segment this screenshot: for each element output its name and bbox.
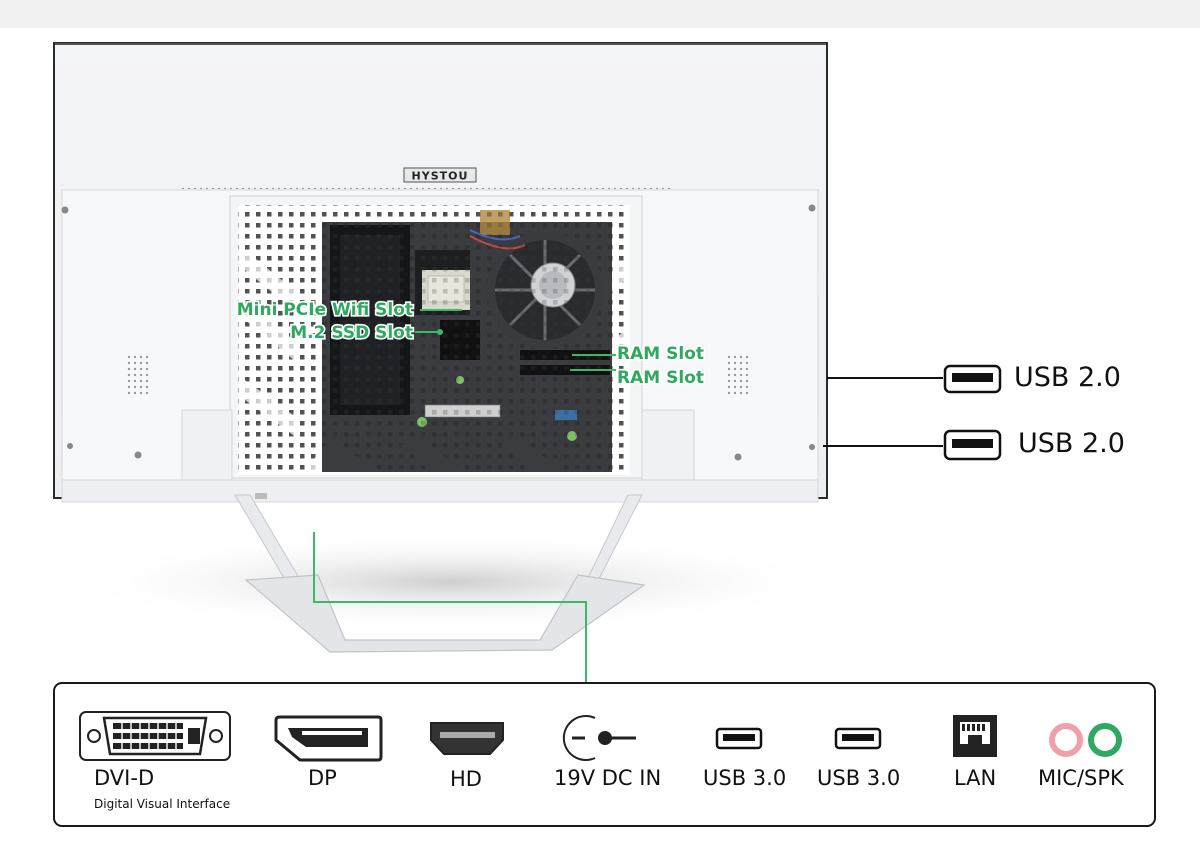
audio-jacks-icon bbox=[1049, 723, 1122, 757]
hystou-logo: HYSTOU bbox=[403, 167, 477, 183]
svg-text:HYSTOU: HYSTOU bbox=[412, 170, 469, 183]
usb3-port-icon-1 bbox=[715, 727, 763, 750]
speaker-grille-left bbox=[125, 355, 149, 395]
hdmi-port-icon bbox=[430, 722, 504, 755]
dvi-sub-label: Digital Visual Interface bbox=[94, 797, 231, 811]
usb3-label-1: USB 3.0 bbox=[703, 766, 787, 790]
hd-label: HD bbox=[450, 767, 482, 791]
usb-top-label: USB 2.0 bbox=[1014, 362, 1121, 393]
annotation-ram-slot-2: RAM Slot bbox=[617, 368, 704, 388]
displayport-icon bbox=[274, 715, 383, 762]
stand bbox=[234, 494, 646, 653]
usb3-label-2: USB 3.0 bbox=[817, 766, 901, 790]
usb3-port-icon-2 bbox=[834, 727, 882, 750]
screws bbox=[61, 204, 816, 461]
lan-port-icon bbox=[953, 715, 997, 757]
annotation-ssd-slot: M.2 SSD Slot bbox=[290, 323, 413, 343]
speaker-grille-right bbox=[728, 355, 752, 395]
mic-spk-label: MIC/SPK bbox=[1038, 766, 1124, 790]
dvi-label: DVI-D bbox=[94, 766, 155, 790]
usb-bottom-label: USB 2.0 bbox=[1018, 428, 1125, 459]
dc-in-icon bbox=[562, 715, 636, 761]
lan-label: LAN bbox=[954, 766, 997, 790]
side-usb-connector-2 bbox=[823, 429, 1002, 461]
annotation-wifi-slot: Mini PCIe Wifi Slot bbox=[237, 300, 413, 320]
annotation-ram-slot-1: RAM Slot bbox=[617, 344, 704, 364]
dc-in-label: 19V DC IN bbox=[554, 766, 662, 790]
side-usb-connector-1 bbox=[827, 364, 1002, 394]
dvi-port-icon bbox=[79, 711, 231, 761]
dp-label: DP bbox=[308, 766, 337, 790]
